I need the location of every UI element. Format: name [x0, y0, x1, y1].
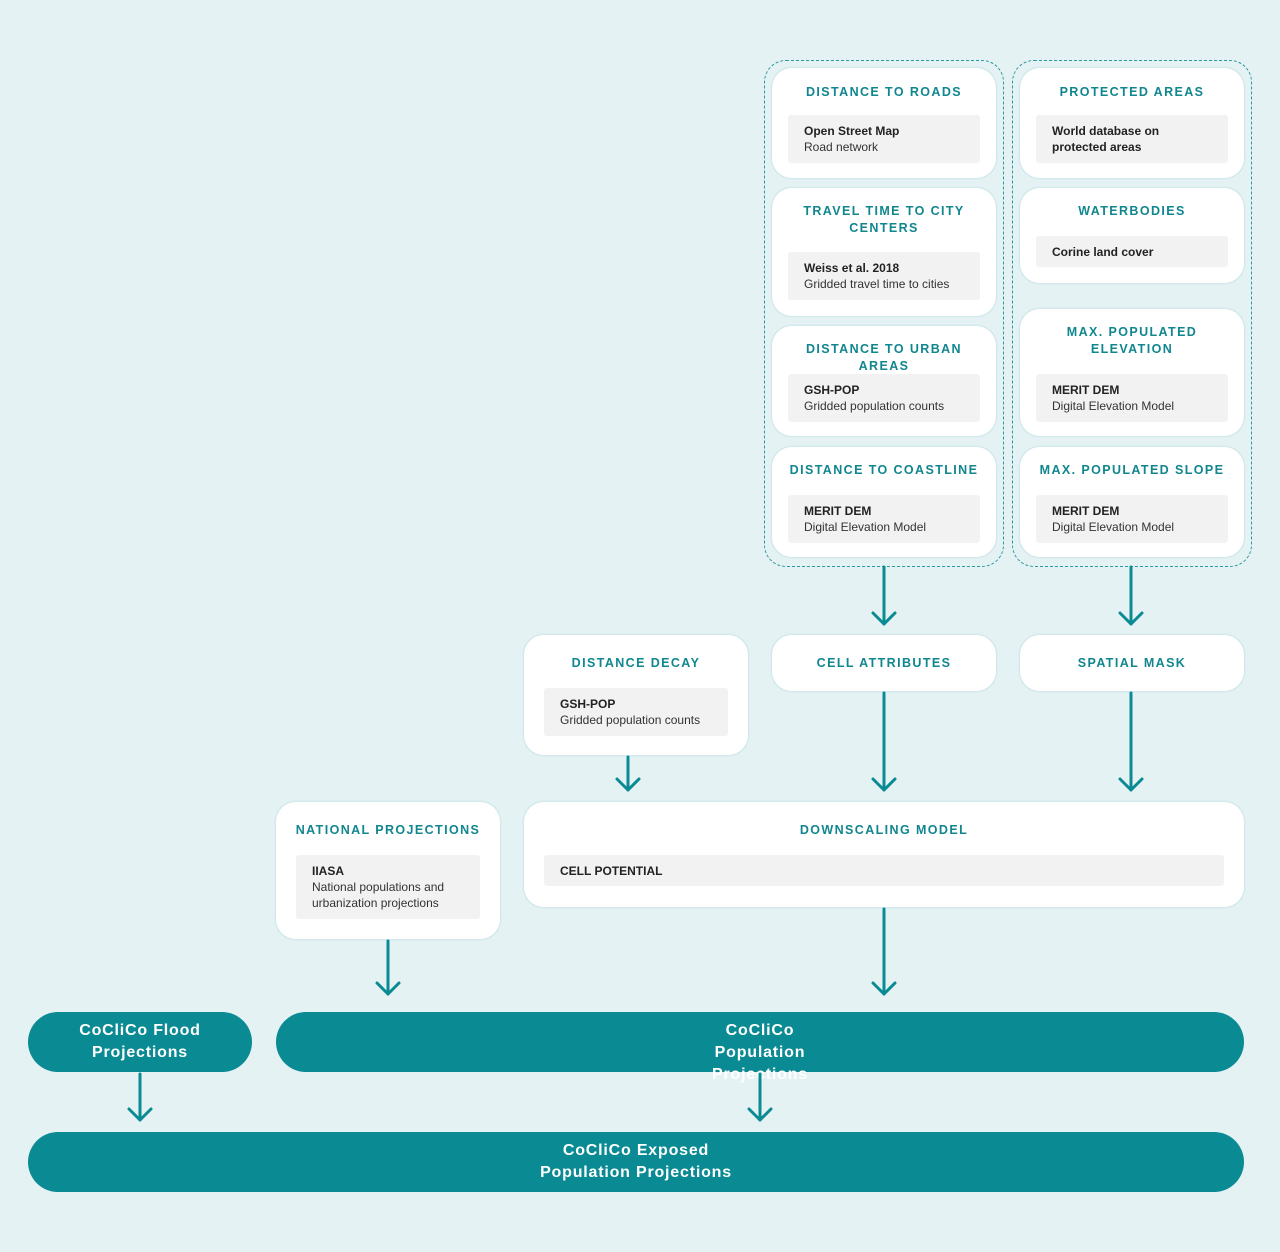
national-projections-title: NATIONAL PROJECTIONS: [295, 823, 481, 837]
source-description: Road network: [804, 140, 879, 154]
source-description: Gridded population counts: [804, 399, 945, 413]
title-line-1: MAX. POPULATED: [1066, 325, 1198, 339]
downscaling-model-card: DOWNSCALING MODEL CELL POTENTIAL: [524, 802, 1244, 907]
source-name: GSH-POP: [804, 383, 860, 397]
travel-time-card: TRAVEL TIME TO CITY CENTERS Weiss et al.…: [772, 188, 996, 316]
source-name: MERIT DEM: [804, 504, 872, 518]
title-line-2: ELEVATION: [1090, 342, 1174, 356]
distance-to-roads-source: Open Street Map Road network: [788, 115, 980, 163]
source-name-line-1: World database on: [1052, 124, 1160, 138]
population-projections-pill: CoCliCo Population Projections: [276, 1012, 1244, 1083]
source-description-line-1: National populations and: [312, 880, 445, 894]
cell-potential-label: CELL POTENTIAL: [560, 863, 663, 878]
distance-decay-card: DISTANCE DECAY GSH-POP Gridded populatio…: [524, 635, 748, 755]
max-slope-source: MERIT DEM Digital Elevation Model: [1036, 495, 1228, 543]
distance-to-urban-card: DISTANCE TO URBAN AREAS GSH-POP Gridded …: [772, 326, 996, 436]
cell-attributes-title: CELL ATTRIBUTES: [816, 656, 952, 670]
distance-to-coastline-card: DISTANCE TO COASTLINE MERIT DEM Digital …: [772, 447, 996, 557]
arrow-national-projections-to-population: [375, 939, 401, 996]
waterbodies-source: Corine land cover: [1036, 236, 1228, 267]
source-description: Gridded population counts: [560, 713, 701, 727]
max-elevation-card: MAX. POPULATED ELEVATION MERIT DEM Digit…: [1020, 309, 1244, 436]
protected-areas-card: PROTECTED AREAS World database on protec…: [1020, 68, 1244, 178]
source-description: Digital Elevation Model: [804, 520, 927, 534]
arrow-spatial-mask-to-model: [1118, 691, 1144, 792]
source-name: GSH-POP: [560, 697, 616, 711]
source-description: Digital Elevation Model: [1052, 520, 1175, 534]
travel-time-title: TRAVEL TIME TO CITY CENTERS: [780, 203, 988, 237]
spatial-mask-card: SPATIAL MASK: [1020, 635, 1244, 691]
distance-decay-source: GSH-POP Gridded population counts: [544, 688, 728, 736]
arrow-mask-to-spatial-mask: [1118, 565, 1144, 626]
distance-to-roads-title: DISTANCE TO ROADS: [806, 85, 962, 99]
arrow-model-to-population: [871, 907, 897, 996]
cell-potential-box: CELL POTENTIAL: [544, 855, 1224, 886]
population-projections-line-2: Projections: [712, 1066, 808, 1083]
max-slope-card: MAX. POPULATED SLOPE MERIT DEM Digital E…: [1020, 447, 1244, 557]
source-name: IIASA: [312, 864, 345, 878]
waterbodies-title: WATERBODIES: [1078, 204, 1186, 218]
max-elevation-source: MERIT DEM Digital Elevation Model: [1036, 374, 1228, 422]
source-name: Weiss et al. 2018: [804, 261, 900, 275]
arrow-cell-attributes-to-model: [871, 691, 897, 792]
arrow-flood-to-exposed: [127, 1072, 153, 1122]
source-name: MERIT DEM: [1052, 383, 1120, 397]
downscaling-model-title: DOWNSCALING MODEL: [799, 823, 969, 837]
travel-time-source: Weiss et al. 2018 Gridded travel time to…: [788, 252, 980, 300]
cell-attributes-card: CELL ATTRIBUTES: [772, 635, 996, 691]
exposed-population-line-1: CoCliCo Exposed: [562, 1142, 710, 1159]
max-slope-title: MAX. POPULATED SLOPE: [1039, 463, 1225, 477]
waterbodies-card: WATERBODIES Corine land cover: [1020, 188, 1244, 283]
spatial-mask-title: SPATIAL MASK: [1077, 656, 1187, 670]
arrow-attributes-to-cell-attributes: [871, 565, 897, 626]
exposed-population-line-2: Population Projections: [540, 1164, 732, 1181]
source-description: Digital Elevation Model: [1052, 399, 1175, 413]
arrow-distance-decay-to-model: [615, 755, 641, 792]
source-name: MERIT DEM: [1052, 504, 1120, 518]
distance-to-roads-card: DISTANCE TO ROADS Open Street Map Road n…: [772, 68, 996, 178]
source-name-line-2: protected areas: [1052, 140, 1142, 154]
protected-areas-source: World database on protected areas: [1036, 115, 1228, 163]
flood-projections-line-1: CoCliCo Flood: [79, 1022, 201, 1039]
flood-projections-pill: CoCliCo Flood Projections: [28, 1012, 252, 1072]
distance-to-urban-title: DISTANCE TO URBAN AREAS: [806, 342, 962, 373]
source-description-line-2: urbanization projections: [312, 896, 439, 910]
distance-to-urban-source: GSH-POP Gridded population counts: [788, 374, 980, 422]
exposed-population-pill: CoCliCo Exposed Population Projections: [28, 1132, 1244, 1192]
title-line-2: CENTERS: [849, 221, 919, 235]
title-line-1: TRAVEL TIME TO CITY: [803, 204, 965, 218]
source-name: Corine land cover: [1052, 244, 1154, 259]
source-description: Gridded travel time to cities: [804, 277, 950, 291]
distance-decay-title: DISTANCE DECAY: [571, 656, 701, 670]
population-projections-line-1: CoCliCo Population: [714, 1022, 806, 1061]
protected-areas-title: PROTECTED AREAS: [1059, 85, 1205, 99]
national-projections-card: NATIONAL PROJECTIONS IIASA National popu…: [276, 802, 500, 939]
source-name: Open Street Map: [804, 124, 900, 138]
flood-projections-line-2: Projections: [92, 1044, 188, 1061]
distance-to-coastline-source: MERIT DEM Digital Elevation Model: [788, 495, 980, 543]
max-elevation-title: MAX. POPULATED ELEVATION: [1028, 324, 1236, 358]
national-projections-source: IIASA National populations and urbanizat…: [296, 855, 480, 919]
distance-to-coastline-title: DISTANCE TO COASTLINE: [789, 463, 979, 477]
